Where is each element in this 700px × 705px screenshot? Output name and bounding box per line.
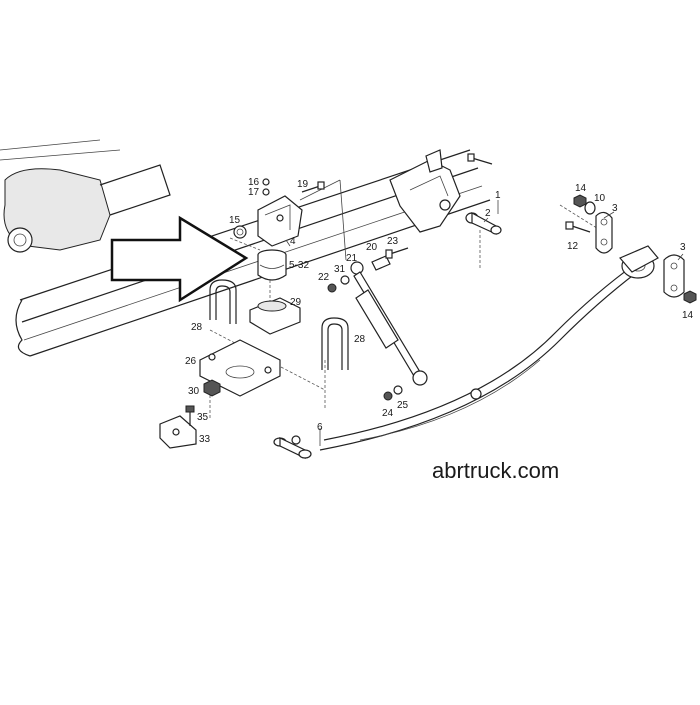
callout-1: 1: [495, 190, 501, 201]
callout-22: 22: [318, 272, 330, 283]
callout-25: 25: [397, 400, 409, 411]
axle-clamp-plate-26: [199, 339, 281, 397]
callout-3-right: 3: [680, 242, 686, 253]
pin-6: [273, 435, 312, 459]
small-nut-15: [233, 225, 247, 239]
washer-10: [584, 201, 596, 215]
callout-6: 6: [317, 422, 323, 433]
u-bolt-right: [321, 317, 349, 370]
axle-differential: [0, 139, 171, 253]
spring-seat-29: [249, 297, 301, 335]
spring-hanger-1: [389, 149, 461, 233]
callout-28-left: 28: [191, 322, 203, 333]
callout-35: 35: [197, 412, 209, 423]
shock-absorber-21: [350, 261, 428, 386]
bolt-35: [185, 405, 195, 426]
callout-20: 20: [366, 242, 378, 253]
shackle-3-right: [663, 254, 685, 298]
bolt-23: [385, 247, 409, 259]
callout-31: 31: [334, 264, 346, 275]
callout-15: 15: [229, 215, 241, 226]
leaf-spring: [319, 245, 659, 451]
callout-12: 12: [567, 241, 579, 252]
bolt-top: [467, 153, 493, 165]
callout-21: 21: [346, 253, 358, 264]
callout-30: 30: [188, 386, 200, 397]
pin-2: [465, 211, 502, 235]
washer-25: [393, 385, 403, 395]
small-nut-16-17: [262, 178, 270, 196]
callout-17: 17: [248, 187, 260, 198]
nut-30: [203, 379, 221, 397]
callout-4: 4: [290, 236, 296, 247]
nut-22: [327, 283, 337, 293]
washer-31: [340, 275, 350, 285]
callout-5-32: 5-32: [289, 260, 309, 271]
bracket-33: [159, 415, 197, 449]
callout-10: 10: [594, 193, 606, 204]
callout-14-top: 14: [575, 183, 587, 194]
right-arrow-icon: [110, 215, 249, 303]
nut-14-right: [683, 290, 697, 304]
callout-3: 3: [612, 203, 618, 214]
bump-stop: [257, 249, 287, 281]
bushing-20: [371, 255, 391, 271]
bump-stop-bracket: [257, 195, 303, 247]
callout-23: 23: [387, 236, 399, 247]
callout-28-right: 28: [354, 334, 366, 345]
callout-labels: 1 2 3 3 4 5-32 6 10 12 14 14 15 16 17 19…: [185, 177, 694, 445]
u-bolt-left: [209, 279, 237, 324]
nut-24: [383, 391, 393, 401]
callout-19: 19: [297, 179, 309, 190]
nut-14-top: [573, 194, 587, 208]
callout-16: 16: [248, 177, 260, 188]
bolt-19: [301, 181, 325, 193]
bolt-12: [565, 221, 591, 233]
watermark-text: abrtruck.com: [432, 458, 560, 483]
callout-33: 33: [199, 434, 211, 445]
callout-29: 29: [290, 297, 302, 308]
callout-24: 24: [382, 408, 394, 419]
leader-lines: [285, 200, 684, 446]
callout-2: 2: [485, 208, 491, 219]
callout-26: 26: [185, 356, 197, 367]
shackle-3: [595, 211, 613, 254]
callout-14-right: 14: [682, 310, 694, 321]
